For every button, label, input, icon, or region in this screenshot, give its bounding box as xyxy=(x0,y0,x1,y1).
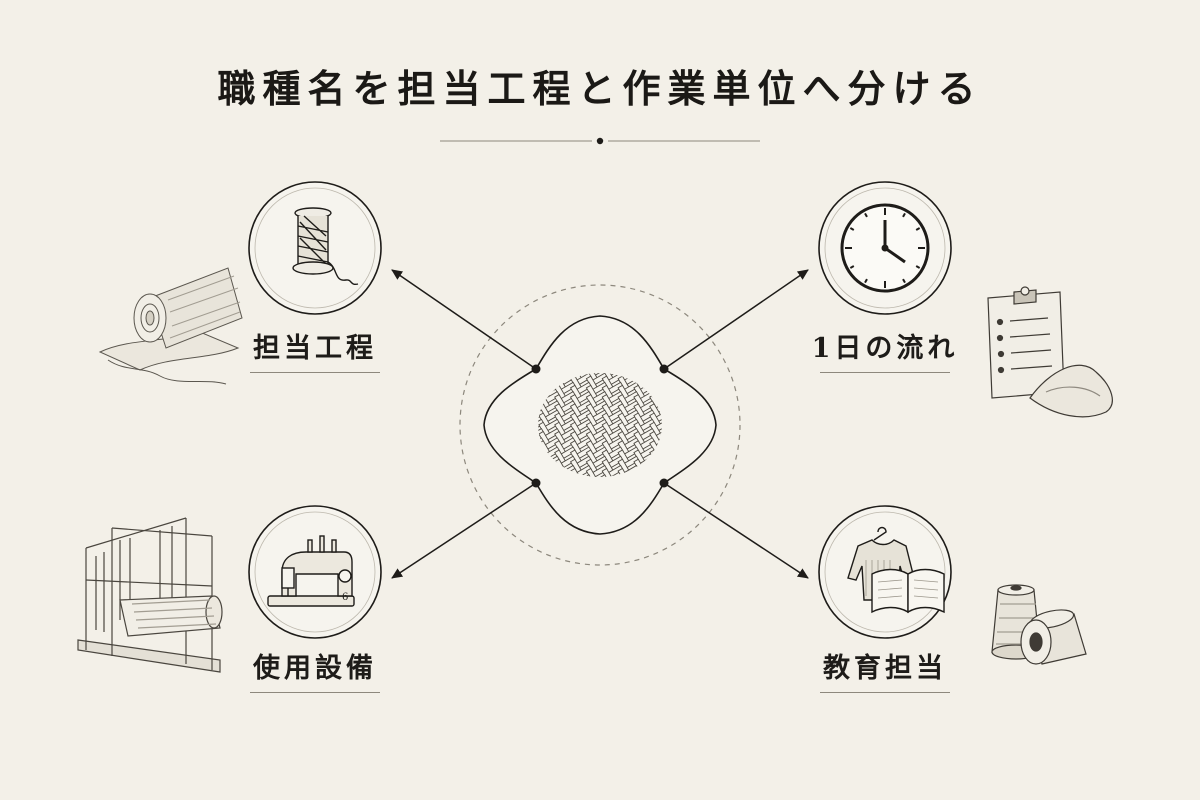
clock-icon xyxy=(840,203,930,293)
fabric-roll-icon xyxy=(98,267,243,385)
weave-strand xyxy=(585,467,599,477)
node-underline xyxy=(820,372,950,373)
node-label-daily-flow: 1日の流れ xyxy=(811,333,959,364)
yarn-cones-icon xyxy=(991,584,1087,665)
weave-strand xyxy=(538,409,545,423)
arrow-to-bottom-left xyxy=(391,482,537,579)
svg-text:6: 6 xyxy=(342,592,348,603)
sewing-machine-icon: 6 xyxy=(267,535,355,607)
node-label-training-lead: 教育担当 xyxy=(823,653,947,684)
thread-spool-icon xyxy=(292,207,359,286)
weave-strand xyxy=(538,427,545,441)
clipboard-checklist-icon xyxy=(987,286,1113,418)
node-bottom-left: 6 xyxy=(248,505,382,639)
node-bottom-right xyxy=(818,505,952,639)
arrow-to-bottom-right xyxy=(663,482,809,579)
clock-tick xyxy=(902,212,906,218)
node-underline xyxy=(250,692,380,693)
page-title: 職種名を担当工程と作業単位へ分ける xyxy=(217,66,983,111)
node-label-equipment-used: 使用設備 xyxy=(253,653,377,684)
node-label-responsible-process: 担当工程 xyxy=(253,333,377,364)
arrow-to-top-left xyxy=(391,269,537,370)
clock-tick xyxy=(849,227,855,231)
weave-strand xyxy=(601,467,615,477)
clock-tick xyxy=(915,227,921,231)
node-underline xyxy=(250,372,380,373)
node-top-right xyxy=(818,181,952,315)
connector-arrows xyxy=(391,269,809,579)
clock-tick xyxy=(864,212,868,218)
clock-tick xyxy=(849,265,855,269)
title-divider xyxy=(440,137,760,145)
arrow-to-top-right xyxy=(663,269,809,370)
weaving-loom-icon xyxy=(77,517,223,673)
sweater-and-book-icon xyxy=(847,526,945,614)
node-underline xyxy=(820,692,950,693)
clock-tick xyxy=(864,278,868,284)
node-top-left xyxy=(248,181,382,315)
clock-tick xyxy=(902,278,906,284)
weave-strand xyxy=(538,418,545,432)
center-hub xyxy=(483,315,717,535)
center-dashed-ring xyxy=(459,284,741,566)
clock-tick xyxy=(915,265,921,269)
